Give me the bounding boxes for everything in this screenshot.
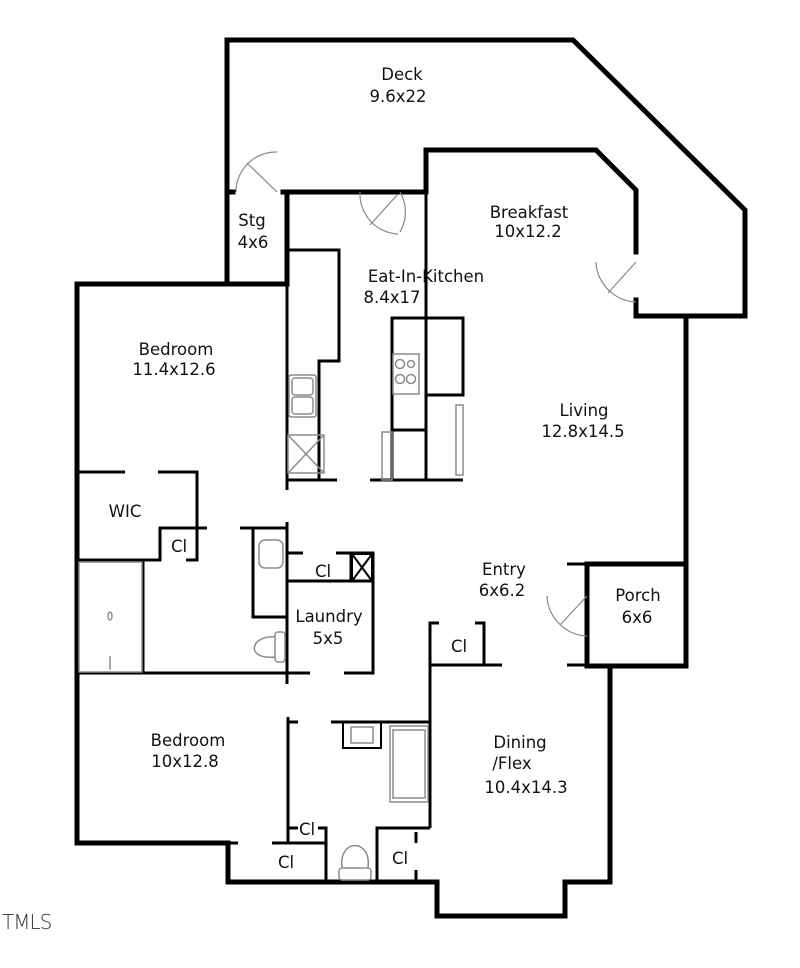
room-label-entry: Entry: [482, 560, 526, 579]
bottom-wall: [74, 840, 423, 885]
room-size-entry: 6x6.2: [479, 581, 526, 600]
room-label-porch: Porch: [615, 586, 660, 605]
room-label-deck: Deck: [381, 65, 423, 84]
room-size-stg: 4x6: [238, 233, 269, 252]
closet-label: Cl: [451, 637, 467, 656]
shower-icon: [78, 561, 143, 673]
room-size-bedroom-1: 11.4x12.6: [132, 360, 215, 379]
range-icon: [381, 431, 393, 481]
interior-walls: [77, 192, 587, 882]
room-label-dining-flex: /Flex: [492, 754, 531, 773]
left-wall: [74, 281, 290, 846]
watermark-logo: TMLS: [2, 910, 52, 934]
room-label-dining: Dining: [493, 733, 546, 752]
sink-icon: [258, 539, 284, 569]
room-size-porch: 6x6: [622, 608, 653, 627]
room-size-deck: 9.6x22: [369, 87, 426, 106]
room-size-breakfast: 10x12.2: [494, 222, 562, 241]
deck-outline: [224, 37, 748, 319]
washer-dryer-icon: [351, 553, 373, 582]
porch-outline: [584, 561, 689, 669]
dining-outer-wall: [417, 663, 613, 919]
room-size-living: 12.8x14.5: [541, 422, 624, 441]
closet-label: Cl: [171, 537, 187, 556]
room-labels: Deck 9.6x22 Stg 4x6 Breakfast 10x12.2 Ea…: [109, 65, 661, 872]
room-size-dining: 10.4x14.3: [484, 778, 567, 797]
room-size-bedroom-2: 10x12.8: [151, 752, 219, 771]
room-label-stg: Stg: [238, 211, 265, 230]
room-size-laundry: 5x5: [313, 629, 344, 648]
cooktop-icon: [392, 353, 420, 395]
closet-label: Cl: [299, 820, 315, 839]
toilet-icon: [253, 631, 286, 663]
room-label-bedroom-2: Bedroom: [151, 731, 226, 750]
door-swing-icon: [546, 595, 588, 637]
door-swings: [235, 151, 637, 637]
room-label-laundry: Laundry: [295, 607, 362, 626]
bathtub-icon: [389, 725, 429, 803]
double-sink-icon: [288, 374, 317, 418]
room-label-breakfast: Breakfast: [490, 203, 569, 222]
door-swing-icon: [595, 261, 637, 303]
toilet-icon: [338, 844, 372, 881]
room-label-bedroom-1: Bedroom: [139, 340, 214, 359]
fixtures: [78, 353, 464, 881]
dishwasher-icon: [287, 434, 325, 474]
room-label-wic: WIC: [109, 502, 142, 521]
room-label-living: Living: [559, 401, 608, 420]
room-size-kitchen: 8.4x17: [363, 288, 420, 307]
vanity-icon: [342, 721, 382, 749]
exterior-walls: [74, 37, 748, 919]
room-label-kitchen: Eat-In-Kitchen: [368, 267, 484, 286]
door-swing-icon: [399, 191, 406, 233]
closet-label: Cl: [278, 853, 294, 872]
breakfast-wall: [423, 147, 639, 255]
fridge-icon: [455, 404, 464, 476]
closet-label: Cl: [315, 562, 331, 581]
closet-label: Cl: [392, 849, 408, 868]
